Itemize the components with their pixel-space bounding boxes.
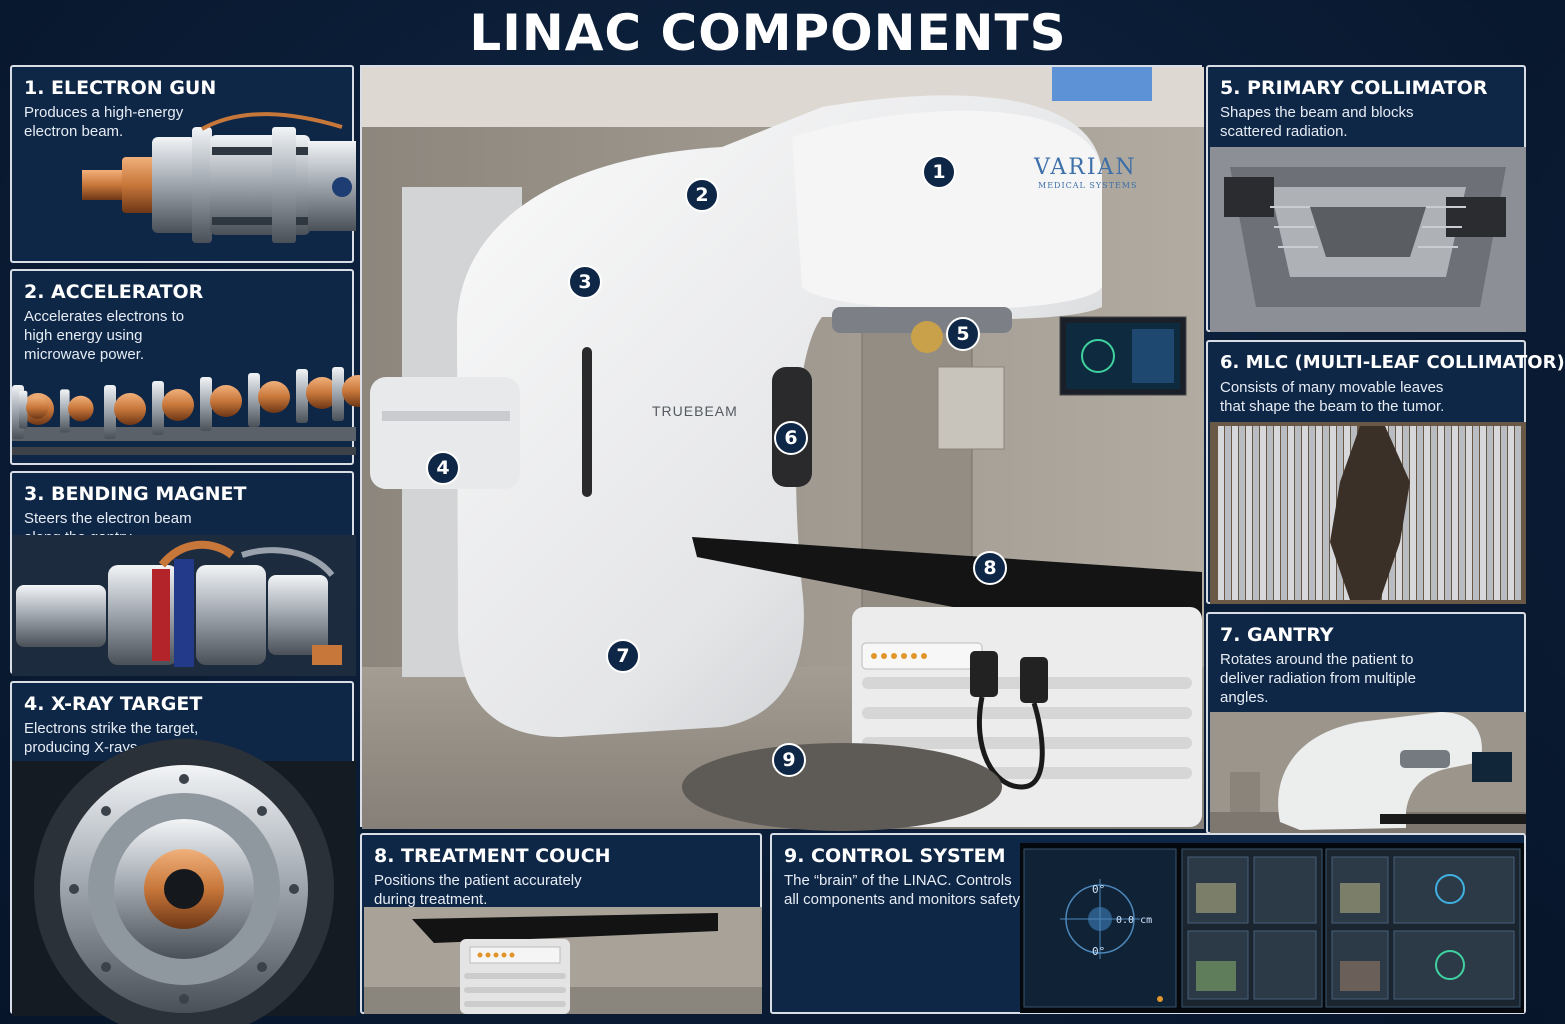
card-x-ray-target: 4. X-RAY TARGET Electrons strike the tar…	[10, 681, 356, 1024]
gantry-room-photo	[1210, 712, 1526, 834]
card-title: 5. PRIMARY COLLIMATOR	[1220, 77, 1488, 99]
mlc-leaf	[1515, 426, 1521, 600]
card-description: The “brain” of the LINAC. Controls all c…	[784, 872, 1024, 908]
card-gantry: 7. GANTRY Rotates around the patient to …	[1206, 612, 1526, 834]
varian-brand-sublabel: MEDICAL SYSTEMS	[1038, 181, 1138, 190]
mlc-leaf	[1501, 426, 1507, 600]
mlc-leaf	[1438, 426, 1444, 600]
varian-brand-label: VARIAN	[1034, 155, 1137, 180]
mlc-leaf	[1452, 426, 1458, 600]
mlc-leaf	[1288, 426, 1294, 600]
card-title: 4. X-RAY TARGET	[24, 693, 203, 715]
mlc-leaf	[1274, 426, 1280, 600]
marker-9-control-system[interactable]: 9	[772, 743, 806, 777]
mlc-leaves-photo	[1210, 422, 1526, 604]
mlc-leaf	[1494, 426, 1500, 600]
mlc-leaf	[1323, 426, 1329, 600]
card-title: 1. ELECTRON GUN	[24, 77, 217, 99]
marker-7-gantry[interactable]: 7	[606, 639, 640, 673]
mlc-leaf	[1267, 426, 1273, 600]
marker-3-bending-magnet[interactable]: 3	[568, 265, 602, 299]
mlc-leaf	[1431, 426, 1437, 600]
card-description: Rotates around the patient to deliver ra…	[1220, 651, 1416, 706]
card-electron-gun: 1. ELECTRON GUN Produces a high-energy e…	[10, 65, 356, 265]
mlc-leaf	[1445, 426, 1451, 600]
distance-readout: 0.0 cm	[1116, 915, 1152, 926]
card-title: 7. GANTRY	[1220, 624, 1334, 646]
card-description: Consists of many movable leaves that sha…	[1220, 379, 1445, 415]
mlc-leaf	[1410, 426, 1416, 600]
card-title: 9. CONTROL SYSTEM	[784, 845, 1006, 867]
mlc-leaf	[1466, 426, 1472, 600]
mlc-leaf	[1218, 426, 1224, 600]
mlc-leaf	[1225, 426, 1231, 600]
marker-4-x-ray-target[interactable]: 4	[426, 451, 460, 485]
accelerator-photo	[12, 367, 374, 467]
mlc-leaf	[1253, 426, 1259, 600]
mlc-leaf	[1403, 426, 1409, 600]
card-title: 2. ACCELERATOR	[24, 281, 204, 303]
card-description: Produces a high-energy electron beam.	[24, 104, 184, 140]
marker-2-accelerator[interactable]: 2	[685, 178, 719, 212]
mlc-leaf	[1232, 426, 1238, 600]
mlc-leaf	[1480, 426, 1486, 600]
gantry-angle-top-readout: 0°	[1092, 883, 1105, 896]
mlc-leaf	[1239, 426, 1245, 600]
mlc-leaf	[1260, 426, 1266, 600]
card-primary-collimator: 5. PRIMARY COLLIMATOR Shapes the beam an…	[1206, 65, 1526, 332]
mlc-leaf	[1487, 426, 1493, 600]
card-treatment-couch: 8. TREATMENT COUCH Positions the patient…	[360, 833, 762, 1014]
mlc-leaf	[1330, 426, 1336, 600]
x-ray-target-photo	[12, 739, 356, 1024]
primary-collimator-photo	[1210, 147, 1526, 332]
card-title: 3. BENDING MAGNET	[24, 483, 247, 505]
card-title: 6. MLC (MULTI-LEAF COLLIMATOR)	[1220, 352, 1565, 373]
card-control-system: 9. CONTROL SYSTEM The “brain” of the LIN…	[770, 833, 1526, 1014]
card-accelerator: 2. ACCELERATOR Accelerates electrons to …	[10, 269, 374, 467]
mlc-aperture	[1330, 426, 1410, 600]
mlc-leaf	[1281, 426, 1287, 600]
mlc-leaf	[1295, 426, 1301, 600]
truebeam-model-label: TRUEBEAM	[652, 403, 738, 419]
marker-5-primary-collimator[interactable]: 5	[946, 317, 980, 351]
electron-gun-photo	[12, 67, 356, 265]
control-console-screens: 0° 0° 0.0 cm	[1020, 843, 1524, 1013]
mlc-leaf	[1473, 426, 1479, 600]
marker-1-electron-gun[interactable]: 1	[922, 155, 956, 189]
marker-6-mlc[interactable]: 6	[774, 421, 808, 455]
page-title: LINAC COMPONENTS	[469, 4, 1067, 62]
mlc-leaf	[1246, 426, 1252, 600]
mlc-leaf	[1309, 426, 1315, 600]
mlc-leaf	[1417, 426, 1423, 600]
mlc-leaf	[1302, 426, 1308, 600]
gantry-angle-bottom-readout: 0°	[1092, 945, 1105, 958]
marker-8-treatment-couch[interactable]: 8	[973, 551, 1007, 585]
mlc-leaf	[1316, 426, 1322, 600]
card-mlc: 6. MLC (MULTI-LEAF COLLIMATOR) Consists …	[1206, 340, 1565, 604]
linac-machine-photo: VARIAN MEDICAL SYSTEMS TRUEBEAM 1 2 3 4 …	[360, 65, 1204, 831]
card-title: 8. TREATMENT COUCH	[374, 845, 611, 867]
bending-magnet-photo	[12, 535, 356, 676]
card-bending-magnet: 3. BENDING MAGNET Steers the electron be…	[10, 471, 356, 676]
card-description: Positions the patient accurately during …	[374, 872, 582, 908]
card-description: Shapes the beam and blocks scattered rad…	[1220, 104, 1414, 140]
card-description: Accelerates electrons to high energy usi…	[24, 308, 185, 363]
card-description: Electrons strike the target, producing X…	[24, 720, 199, 756]
mlc-leaf	[1459, 426, 1465, 600]
treatment-couch-photo	[364, 907, 762, 1014]
mlc-leaf	[1508, 426, 1514, 600]
mlc-leaf	[1424, 426, 1430, 600]
